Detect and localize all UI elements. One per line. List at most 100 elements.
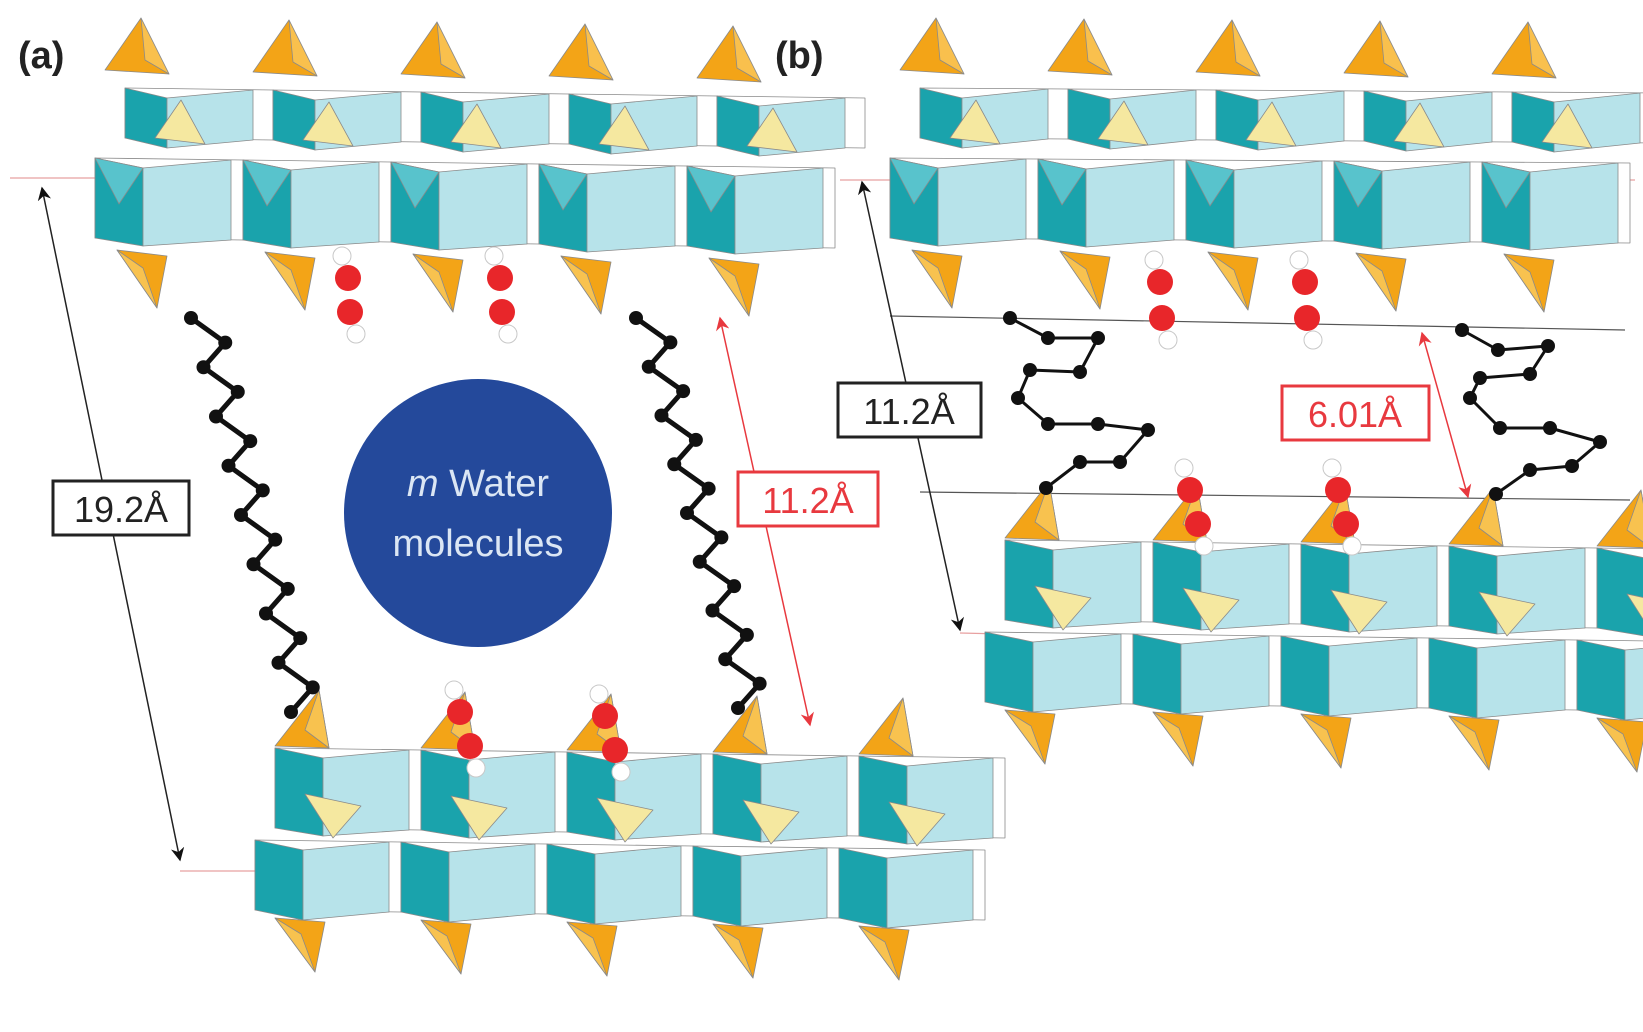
carbon-atom bbox=[284, 705, 298, 719]
tetrahedron-face bbox=[1355, 252, 1397, 312]
carbon-atom bbox=[259, 606, 273, 621]
oxygen-atom bbox=[457, 733, 483, 759]
carbon-atom bbox=[280, 581, 295, 596]
carbon-atom bbox=[692, 554, 707, 569]
octahedron bbox=[400, 841, 450, 923]
carbon-atom bbox=[1113, 455, 1127, 469]
octahedron bbox=[1576, 639, 1626, 721]
carbon-atom bbox=[1023, 363, 1037, 377]
tetrahedron-face bbox=[288, 19, 318, 77]
carbon-atom bbox=[196, 360, 211, 375]
carbon-atom bbox=[243, 434, 258, 449]
panel-b-upper-chain-line bbox=[889, 315, 1626, 331]
tetrahedron-face bbox=[264, 251, 306, 311]
oxygen-atom bbox=[337, 299, 363, 325]
tetrahedron-face bbox=[1503, 253, 1545, 313]
panel-a-left-alkyl-chain bbox=[184, 311, 320, 719]
octahedron-light bbox=[1381, 161, 1471, 250]
octahedron bbox=[1300, 543, 1350, 633]
panel-b-top-mineral-layer bbox=[889, 17, 1643, 313]
tetrahedron-inner bbox=[304, 793, 362, 839]
tetrahedron-inner bbox=[1245, 101, 1297, 147]
panel-a-bottom-mineral-layer bbox=[254, 689, 1006, 981]
carbon-atom bbox=[701, 481, 716, 496]
oxygen-atom bbox=[447, 699, 473, 725]
tetrahedron-inner bbox=[1626, 593, 1643, 620]
octahedron-light bbox=[886, 849, 974, 929]
panel-b-chain-gap-arrow bbox=[1418, 331, 1472, 499]
hydrogen-atom bbox=[1322, 458, 1342, 478]
panel-b-chain-gap: 6.01Å bbox=[1308, 394, 1402, 435]
tetrahedron-face bbox=[708, 257, 750, 317]
carbon-atom bbox=[246, 557, 261, 572]
tetrahedron-face bbox=[1034, 481, 1060, 541]
tetrahedron-inner bbox=[302, 101, 354, 147]
carbon-atom bbox=[718, 652, 733, 667]
carbon-atom bbox=[1455, 323, 1469, 337]
panel-b-interlayer-box bbox=[836, 381, 983, 439]
tetrahedron-inner bbox=[598, 105, 650, 151]
octahedron bbox=[1448, 545, 1498, 635]
carbon-atom bbox=[293, 631, 308, 646]
carbon-atom bbox=[268, 532, 283, 547]
tetrahedron-inner bbox=[154, 99, 206, 145]
carbon-atom bbox=[654, 408, 669, 423]
carbon-atom bbox=[1073, 365, 1087, 379]
octahedron-light bbox=[448, 843, 536, 923]
octahedron bbox=[1596, 547, 1643, 637]
oxygen-atom bbox=[487, 265, 513, 291]
tetrahedron-inner bbox=[1541, 103, 1593, 149]
carbon-atom bbox=[739, 627, 754, 642]
tetrahedron-inner bbox=[1034, 585, 1092, 631]
tetrahedron-inner bbox=[450, 795, 508, 841]
hydrogen-atom bbox=[589, 684, 609, 704]
octahedron-light bbox=[1085, 159, 1175, 248]
hydrogen-atom bbox=[1144, 250, 1164, 270]
tetrahedron-face bbox=[935, 17, 965, 75]
carbon-atom bbox=[629, 311, 643, 325]
octahedron-light bbox=[740, 847, 828, 927]
carbon-atom bbox=[1003, 311, 1017, 325]
tetrahedron-inner bbox=[949, 99, 1001, 145]
tetrahedron-face bbox=[858, 925, 900, 981]
oxygen-atom bbox=[1177, 477, 1203, 503]
carbon-atom bbox=[1565, 459, 1579, 473]
panel-a-water-circle bbox=[344, 379, 612, 647]
carbon-atom bbox=[1041, 331, 1055, 345]
carbon-atom bbox=[1489, 487, 1503, 501]
panel-b-chain-gap-box bbox=[1280, 384, 1431, 442]
octahedron-top bbox=[1481, 161, 1531, 209]
panel-b: (b) 11.2Å 6.01Å bbox=[775, 17, 1643, 773]
octahedron-top bbox=[538, 163, 588, 211]
tetrahedron-inner bbox=[888, 801, 946, 847]
tetrahedron-inner bbox=[1393, 102, 1445, 148]
hydrogen-atom bbox=[1194, 536, 1214, 556]
carbon-atom bbox=[731, 701, 745, 715]
panel-b-left-folded-chain bbox=[1003, 311, 1155, 495]
oxygen-atom bbox=[1333, 511, 1359, 537]
hydrogen-atom bbox=[611, 762, 631, 782]
carbon-atom bbox=[663, 335, 678, 350]
hydrogen-atom bbox=[498, 324, 518, 344]
oxygen-atom bbox=[1147, 269, 1173, 295]
tetrahedron-inner bbox=[1097, 100, 1149, 146]
oxygen-atom bbox=[1185, 511, 1211, 537]
tetrahedron-inner bbox=[1182, 587, 1240, 633]
tetrahedron-inner bbox=[742, 799, 800, 845]
tetrahedron-face bbox=[1448, 715, 1490, 771]
panel-a-hydroxyl-groups bbox=[332, 246, 631, 782]
octahedron bbox=[712, 753, 762, 843]
carbon-atom bbox=[1141, 423, 1155, 437]
carbon-atom bbox=[184, 311, 198, 325]
hydrogen-atom bbox=[1303, 330, 1323, 350]
carbon-atom bbox=[255, 483, 270, 498]
tetrahedron-face bbox=[1478, 487, 1504, 547]
panel-b-hydroxyl-groups bbox=[1144, 250, 1362, 556]
hydrogen-atom bbox=[444, 680, 464, 700]
octahedron bbox=[858, 755, 908, 845]
carbon-atom bbox=[1041, 417, 1055, 431]
panel-a: (a) m Water molecules 19.2Å 11.2Å bbox=[10, 17, 1006, 981]
chain-bond bbox=[1461, 328, 1602, 496]
octahedron bbox=[1280, 635, 1330, 717]
